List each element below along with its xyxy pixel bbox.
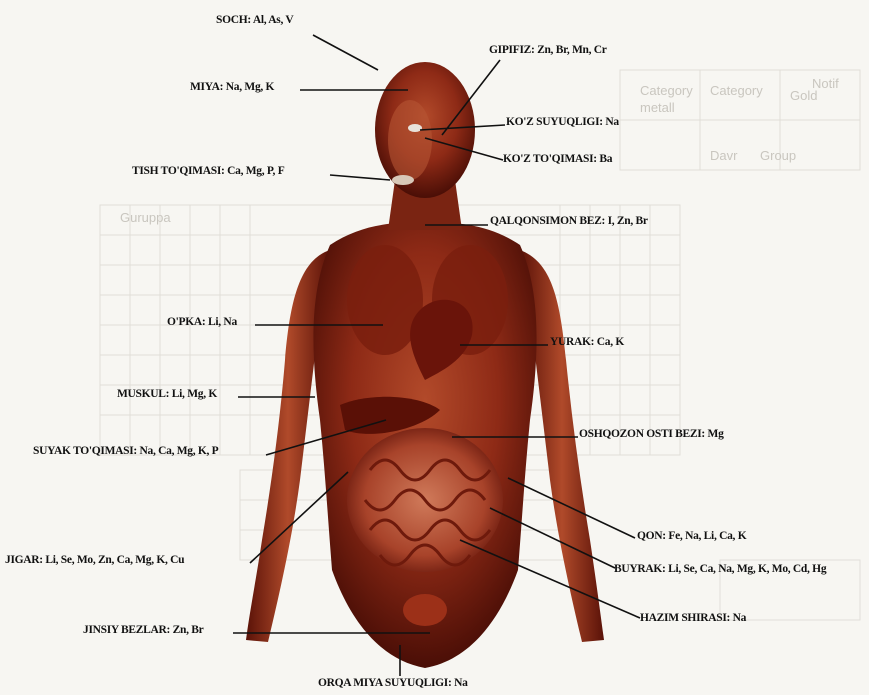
label-jinsiy: JINSIY BEZLAR: Zn, Br (83, 624, 203, 636)
label-opka: O'PKA: Li, Na (167, 316, 237, 328)
label-koz-toqimasi: KO'Z TO'QIMASI: Ba (503, 153, 612, 165)
label-muskul: MUSKUL: Li, Mg, K (117, 388, 217, 400)
label-gipifiz: GIPIFIZ: Zn, Br, Mn, Cr (489, 44, 607, 56)
faded-header-2: Category (710, 83, 763, 98)
faded-row-4: Group (760, 148, 796, 163)
label-suyak: SUYAK TO'QIMASI: Na, Ca, Mg, K, P (33, 445, 218, 457)
label-orqa-miya: ORQA MIYA SUYUQLIGI: Na (318, 677, 468, 689)
face-highlight (388, 100, 432, 180)
label-koz-suyuqligi: KO'Z SUYUQLIGI: Na (506, 116, 619, 128)
faded-row-2: Davr (710, 148, 738, 163)
label-jigar: JIGAR: Li, Se, Mo, Zn, Ca, Mg, K, Cu (5, 554, 184, 566)
label-miya: MIYA: Na, Mg, K (190, 81, 274, 93)
leader-soch (313, 35, 378, 70)
leader-tish (330, 175, 390, 180)
label-buyrak: BUYRAK: Li, Se, Ca, Na, Mg, K, Mo, Cd, H… (614, 563, 826, 575)
label-soch: SOCH: Al, As, V (216, 14, 293, 26)
faded-row-3: Guruppa (120, 210, 171, 225)
faded-row-1: metall (640, 100, 675, 115)
faded-header-1: Category (640, 83, 693, 98)
mouth (392, 175, 414, 185)
label-oshqozon: OSHQOZON OSTI BEZI: Mg (579, 428, 724, 440)
eye (408, 124, 422, 132)
bladder (403, 594, 447, 626)
faded-background-text: Category Category Gold Notif metall Davr… (120, 76, 839, 225)
label-yurak: YURAK: Ca, K (550, 336, 624, 348)
label-tish: TISH TO'QIMASI: Ca, Mg, P, F (132, 165, 284, 177)
label-qon: QON: Fe, Na, Li, Ca, K (637, 530, 746, 542)
label-qalqonsimon: QALQONSIMON BEZ: I, Zn, Br (490, 215, 648, 227)
faded-header-4: Notif (812, 76, 839, 91)
label-hazim: HAZIM SHIRASI: Na (640, 612, 746, 624)
